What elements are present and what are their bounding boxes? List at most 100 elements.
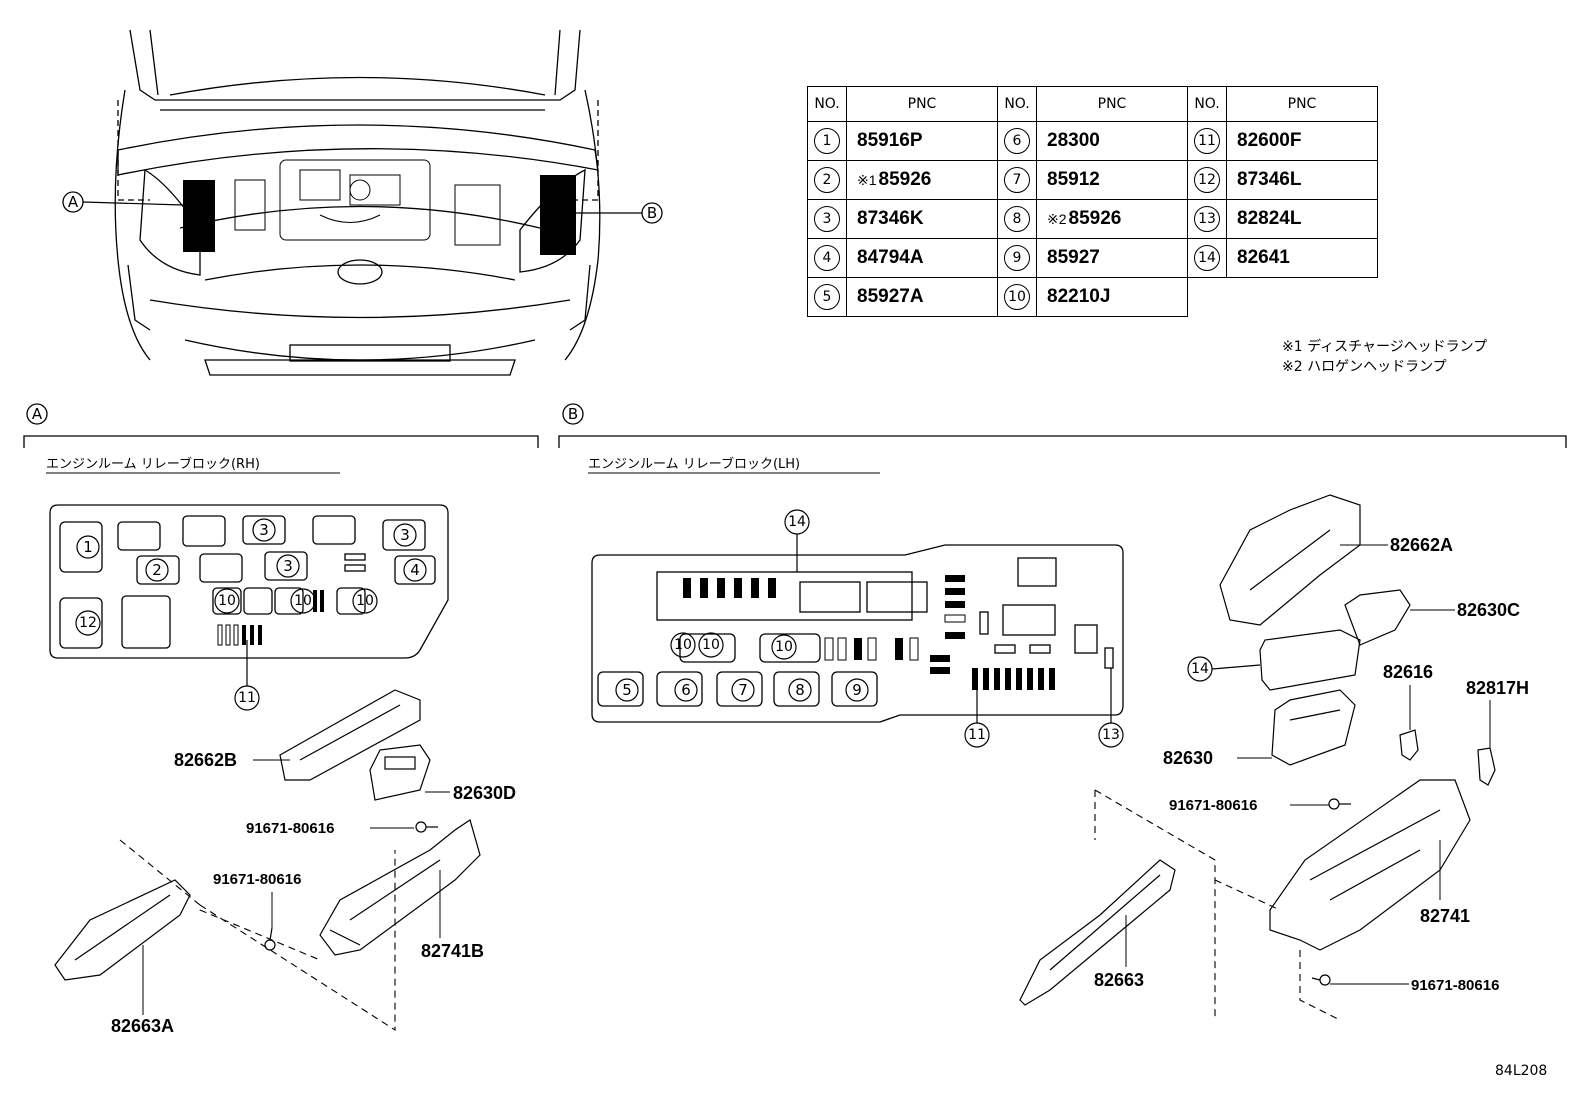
pnc-code: 85926 (878, 169, 932, 190)
callout-7: 7 (731, 678, 755, 702)
circled-number: 11 (1194, 128, 1220, 154)
bolt-shape (415, 821, 438, 833)
pnc-number-cell: 3 (807, 199, 847, 239)
part-label-82663: 82663 (1094, 970, 1144, 990)
callout-2: 2 (145, 558, 169, 582)
part-label-82616: 82616 (1383, 662, 1433, 682)
svg-text:10: 10 (294, 593, 312, 609)
svg-text:11: 11 (238, 690, 256, 706)
pnc-value-cell: 85912 (1036, 160, 1188, 200)
callout-8: 8 (788, 678, 812, 702)
figure-code: 84L208 (1495, 1063, 1547, 1079)
pnc-number-cell: 10 (997, 277, 1037, 317)
part-label-82630: 82630 (1163, 748, 1213, 768)
engine-bay (234, 159, 501, 246)
svg-text:3: 3 (283, 557, 293, 575)
svg-text:3: 3 (400, 526, 410, 544)
pnc-number-cell: 6 (997, 121, 1037, 161)
part-label-82662b: 82662B (174, 750, 237, 770)
circled-number: 2 (814, 167, 840, 193)
relay-block-lh-fuses (683, 575, 1055, 690)
pnc-code: 28300 (1047, 130, 1100, 151)
pnc-value-cell: 82641 (1226, 238, 1378, 278)
svg-text:9: 9 (852, 681, 862, 699)
svg-text:14: 14 (1191, 661, 1209, 677)
callout-12: 12 (75, 610, 101, 636)
svg-text:B: B (568, 405, 578, 423)
svg-text:10: 10 (356, 593, 374, 609)
circled-number: 3 (814, 206, 840, 232)
pnc-value-cell: 84794A (846, 238, 998, 278)
col-no: NO. (997, 86, 1037, 122)
pnc-code: 85912 (1047, 169, 1100, 190)
circled-number: 6 (1004, 128, 1030, 154)
part-82817h-shape (1477, 747, 1496, 786)
section-a-bracket (23, 435, 539, 448)
pnc-number-cell: 9 (997, 238, 1037, 278)
footnote-1: ※1 ディスチャージヘッドランプ (1282, 339, 1488, 355)
callout-9: 9 (845, 678, 869, 702)
callout-3: 3 (276, 554, 300, 578)
part-label-82663a: 82663A (111, 1016, 174, 1036)
callout-6: 6 (674, 678, 698, 702)
part-82663-shape (1019, 859, 1176, 1006)
pnc-number-cell: 7 (997, 160, 1037, 200)
callout-10: 10 (771, 634, 797, 660)
svg-text:4: 4 (410, 561, 420, 579)
callout-13: 13 (1098, 668, 1124, 748)
svg-text:10: 10 (702, 637, 720, 653)
svg-text:1: 1 (83, 538, 93, 556)
part-label-82630c: 82630C (1457, 600, 1520, 620)
svg-text:10: 10 (218, 593, 236, 609)
svg-text:5: 5 (622, 681, 632, 699)
pnc-code: 85926 (1068, 208, 1122, 229)
view-a-locator: A (62, 191, 184, 213)
svg-text:14: 14 (788, 514, 806, 530)
section-b-title: エンジンルーム リレーブロック(LH) (588, 456, 800, 472)
callout-14: 14 (1187, 656, 1261, 682)
pnc-code: 82600F (1237, 130, 1302, 151)
lh-callouts: 14 10 10 10 5 6 7 8 9 11 13 14 (615, 509, 1261, 748)
callout-3: 3 (393, 523, 417, 547)
pnc-number-cell: 8 (997, 199, 1037, 239)
pnc-code: 85927 (1047, 247, 1100, 268)
assembly-dashed-b (1094, 789, 1341, 1021)
part-82641-shape (1259, 629, 1361, 691)
pnc-value-cell: 85927 (1036, 238, 1188, 278)
part-82662a-shape (1219, 494, 1361, 626)
pnc-value-cell: 87346L (1226, 160, 1378, 200)
pnc-code: 82824L (1237, 208, 1302, 229)
part-label-82817h: 82817H (1466, 678, 1529, 698)
pnc-value-cell: 82824L (1226, 199, 1378, 239)
part-82663a-shape (54, 879, 191, 981)
note-mark: ※1 (857, 172, 877, 188)
rh-callouts: 1 2 3 3 3 4 10 10 10 12 11 (75, 518, 427, 711)
svg-text:11: 11 (968, 727, 986, 743)
section-a-marker: A (26, 403, 48, 425)
relay-block-lh-layout (591, 544, 1124, 723)
svg-text:10: 10 (775, 639, 793, 655)
svg-text:3: 3 (259, 521, 269, 539)
col-pnc: PNC (1036, 86, 1188, 122)
circled-number: 1 (814, 128, 840, 154)
svg-text:10: 10 (674, 637, 692, 653)
pnc-code: 82210J (1047, 286, 1111, 307)
pnc-number-cell: 12 (1187, 160, 1227, 200)
pnc-code: 87346K (857, 208, 924, 229)
pnc-number-cell: 13 (1187, 199, 1227, 239)
pnc-value-cell: 87346K (846, 199, 998, 239)
pnc-value-cell: 28300 (1036, 121, 1188, 161)
car-front-illustration (114, 29, 601, 376)
pnc-code: 85927A (857, 286, 924, 307)
relay-block-rh-location (183, 180, 215, 252)
col-no: NO. (1187, 86, 1227, 122)
svg-text:2: 2 (152, 561, 162, 579)
callout-5: 5 (615, 678, 639, 702)
part-label-82741: 82741 (1420, 906, 1470, 926)
relay-block-lh-location (540, 175, 576, 255)
